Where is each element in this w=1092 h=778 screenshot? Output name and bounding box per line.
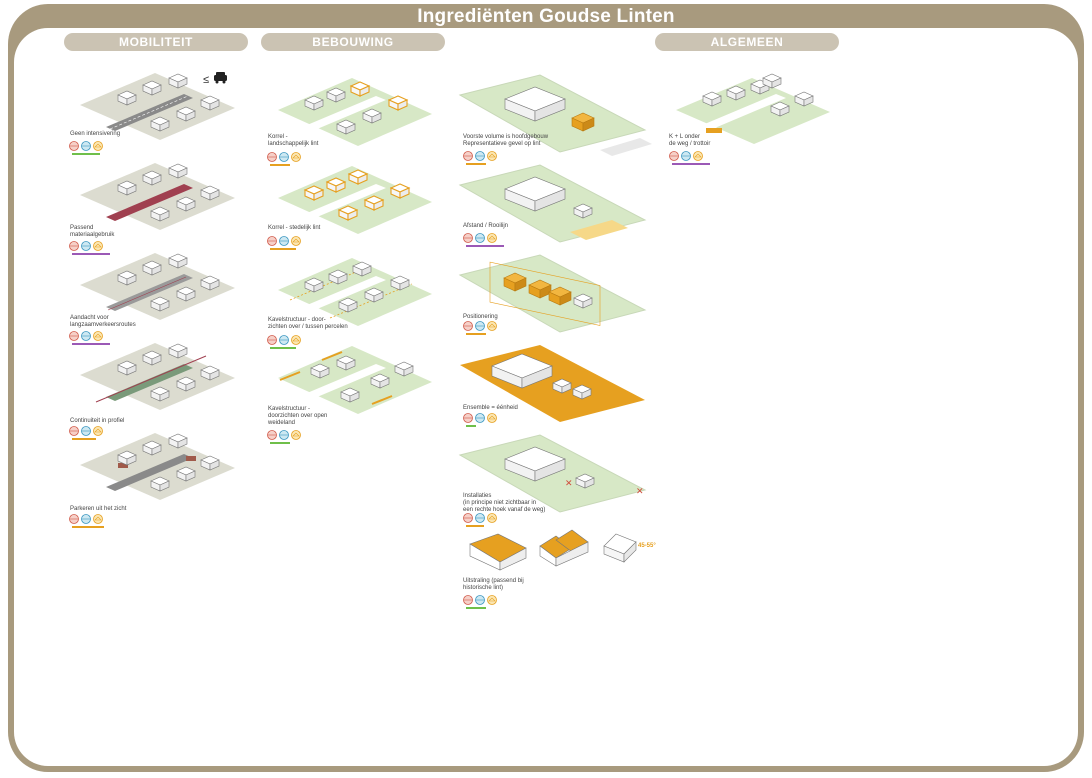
- caption-parkeren: Parkeren uit het zicht: [70, 506, 127, 512]
- caption-kl-onder-weg: K + L onder de weg / trottoir: [669, 134, 711, 147]
- svg-text:✕: ✕: [636, 486, 644, 496]
- caption-kavelstructuur-weideland: Kavelstructuur - doorzichten over open w…: [268, 406, 328, 426]
- caption-korrel-landschappelijk: Korrel - landschappelijk lint: [268, 134, 319, 147]
- car-limit-sign: ≤: [203, 74, 209, 86]
- page-title: Ingrediënten Goudse Linten: [417, 6, 675, 27]
- caption-geen-intensivering: Geen intensivering: [70, 131, 121, 137]
- caption-uitstraling: Uitstraling (passend bij historische lin…: [463, 578, 524, 591]
- caption-continuiteit: Continuiteit in profiel: [70, 418, 125, 424]
- caption-voorste-volume: Voorste volume is hoofdgebouw Representa…: [463, 134, 549, 147]
- algemeen-illustrations: [676, 73, 830, 144]
- roof-examples: [469, 529, 637, 571]
- caption-installaties: Installaties (in principe niet zichtbaar…: [463, 493, 546, 513]
- caption-langzaamverkeersroutes: Aandacht voor langzaamverkeersroutes: [70, 315, 136, 328]
- svg-text:✕: ✕: [565, 478, 573, 488]
- column-header-bebouwing: BEBOUWING: [261, 33, 445, 51]
- caption-ensemble: Ensemble = éénheid: [463, 405, 518, 411]
- column-header-algemeen: ALGEMEEN: [655, 33, 839, 51]
- car-icon: ≤: [203, 72, 227, 86]
- column-header-mobiliteit: MOBILITEIT: [64, 33, 248, 51]
- caption-positionering: Positionering: [463, 314, 498, 320]
- caption-afstand-rooilijn: Afstand / Rooilijn: [463, 223, 509, 229]
- caption-kavelstructuur-percelen: Kavelstructuur - door- zichten over / tu…: [268, 317, 348, 330]
- criteria-icons: [69, 141, 710, 609]
- mobiliteit-illustrations: ≤: [80, 72, 235, 500]
- roof-angle-label: 45-55°: [638, 543, 656, 549]
- caption-passend-materiaalgebruik: Passend materiaalgebruik: [70, 225, 115, 238]
- caption-korrel-stedelijk: Korrel - stedelijk lint: [268, 225, 321, 231]
- bebouwing-korrel-illustrations: [278, 78, 432, 414]
- bebouwing-gebouw-illustrations: ✕ ✕: [458, 74, 652, 571]
